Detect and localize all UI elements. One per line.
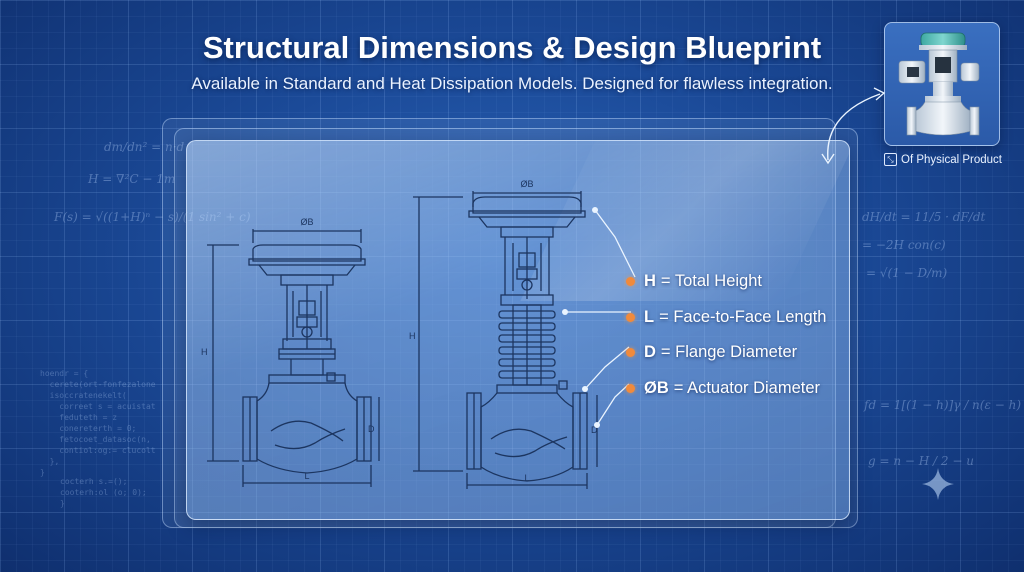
bullet-dot-icon xyxy=(626,312,635,322)
product-caption-text: Of Physical Product xyxy=(901,153,1002,166)
bullet-dot-icon xyxy=(626,277,635,287)
expand-icon: ⤡ xyxy=(884,153,897,166)
valve-product-image xyxy=(898,32,980,136)
bg-formula: H = ∇²C − 1m xyxy=(88,172,176,186)
product-caption: ⤡ Of Physical Product xyxy=(884,153,1014,166)
legend-label: = Face-to-Face Length xyxy=(659,307,827,326)
page-title: Structural Dimensions & Design Blueprint xyxy=(202,30,822,65)
callout-endpoints xyxy=(562,207,600,428)
callout-leaders xyxy=(565,209,636,426)
legend-item-length: L = Face-to-Face Length xyxy=(626,300,826,336)
legend-item-actuator: ØB = Actuator Diameter xyxy=(626,371,826,407)
bg-formula: dm/dn² = n·d xyxy=(104,140,185,154)
page-subtitle: Available in Standard and Heat Dissipati… xyxy=(191,74,833,93)
dim-label-ob-standard: ØB xyxy=(300,217,313,227)
dim-label-h-standard: H xyxy=(201,347,208,357)
dim-label-l-standard: L xyxy=(304,471,309,481)
legend-label: = Actuator Diameter xyxy=(673,378,821,397)
legend-symbol: D xyxy=(644,343,656,362)
legend-symbol: H xyxy=(644,272,656,291)
bullet-dot-icon xyxy=(626,348,635,358)
legend-label: = Total Height xyxy=(660,272,762,291)
product-photo-card[interactable] xyxy=(884,22,1000,146)
legend-item-height: H = Total Height xyxy=(626,264,826,300)
heat-dissipation-valve-drawing xyxy=(413,191,598,489)
bullet-dot-icon xyxy=(626,383,635,393)
standard-valve-drawing xyxy=(207,229,380,487)
bg-code: cocterh s.=(); cooterh:ol (o; 0); } xyxy=(60,477,147,508)
dim-label-l-heat: L xyxy=(524,473,529,483)
legend-item-flange: D = Flange Diameter xyxy=(626,335,826,371)
dim-label-h-heat: H xyxy=(409,331,416,341)
bg-formula: = −2H con(c) xyxy=(862,238,946,252)
legend-label: = Flange Diameter xyxy=(660,343,798,362)
bg-formula: g = n − H / 2 − u xyxy=(868,454,974,468)
blueprint-panel: ØB H D L ØB H D L xyxy=(186,140,850,520)
bg-formula: fd = 1[(1 − h)]γ / n(ε − h) xyxy=(864,398,1022,412)
legend-symbol: L xyxy=(644,307,655,326)
bg-formula: dH/dt = 11/5 · dF/dt xyxy=(862,210,986,224)
valve-drawings: ØB H D L ØB H D L xyxy=(201,179,636,489)
legend-symbol: ØB xyxy=(644,378,669,397)
dim-label-d-heat: D xyxy=(591,425,598,435)
dimension-legend: H = Total Height L = Face-to-Face Length… xyxy=(626,264,826,406)
bg-code: hoendr = { cerete(ort-fonfezalone isoccr… xyxy=(40,369,156,477)
bg-formula: = √(1 − D/m) xyxy=(866,266,948,280)
dim-label-d-standard: D xyxy=(368,424,375,434)
dim-label-ob-heat: ØB xyxy=(520,179,533,189)
curved-arrow-icon xyxy=(821,87,886,165)
sparkle-icon xyxy=(922,468,954,500)
